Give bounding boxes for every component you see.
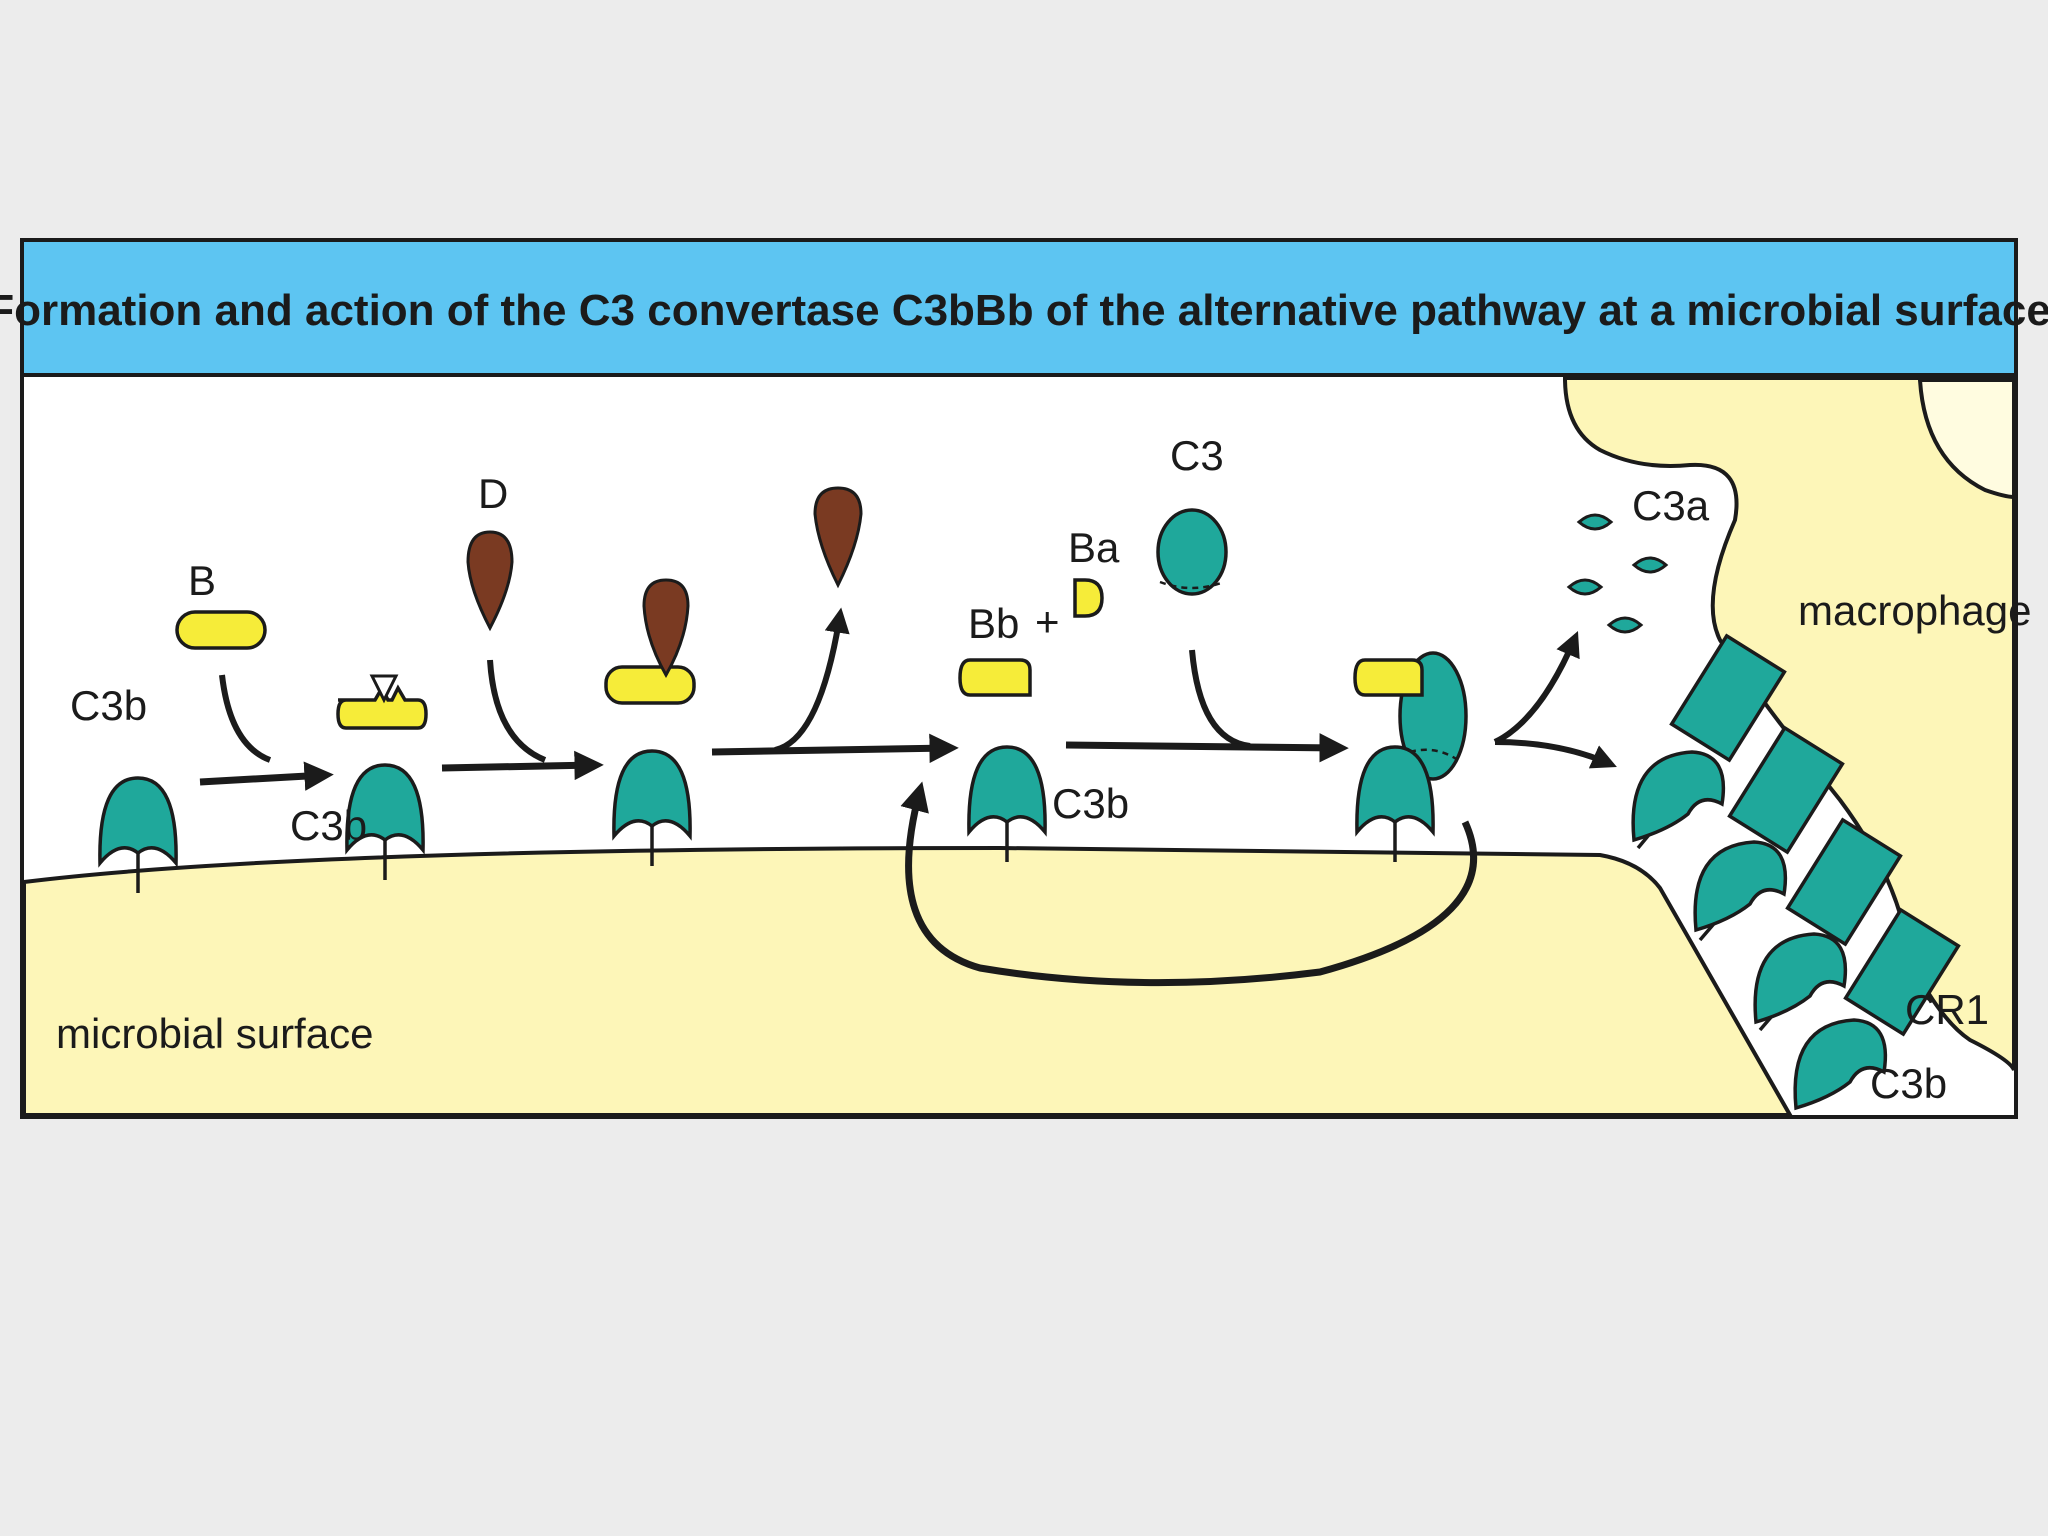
title-bar [22,240,2016,375]
label-plus: + [1035,598,1060,645]
arrow-step2 [441,750,604,781]
c3b-b-d-complex [604,578,696,868]
arrow-d-release [774,607,850,753]
macrophage-nucleus [1917,378,2016,500]
label-ba: Ba [1068,524,1120,571]
arrow-step3 [711,733,959,764]
c3bbb-convertase [958,658,1047,864]
label-b: B [188,557,216,604]
arrow-to-macrophage [1494,739,1617,769]
arrow-b-binding [219,674,272,763]
arrow-step1 [199,761,334,791]
diagram-panel: Formation and action of the C3 convertas… [0,238,2048,1119]
c3-molecule [1156,508,1228,596]
arrow-step4 [1065,733,1349,763]
label-c3: C3 [1170,432,1224,479]
label-c3b-step1: C3b [70,682,147,729]
label-bb: Bb [968,600,1019,647]
label-c3b-bound-b: C3b [290,802,367,849]
c3b-bound-to-cr1 [1631,750,1888,1110]
label-c3b-convertase: C3b [1052,780,1129,827]
amplification-loop-arrow [900,781,1478,987]
label-microbial-surface: microbial surface [56,1010,373,1057]
label-cr1: CR1 [1905,986,1989,1033]
factor-d-released [813,486,863,589]
label-c3b-receptor: C3b [1870,1060,1947,1107]
convertase-c3-complex [1353,651,1468,864]
label-c3a: C3a [1632,482,1710,529]
factor-ba [1073,578,1104,618]
diagram-title: Formation and action of the C3 convertas… [0,286,2048,335]
arrow-d-binding [487,659,547,763]
label-d: D [478,470,508,517]
cr1-receptors [1669,633,1961,1037]
microbial-surface-region [22,845,1794,1117]
factor-b [175,610,267,650]
c3b-bound-b [336,674,428,882]
factor-d [466,530,514,632]
label-macrophage: macrophage [1798,587,2031,634]
arrow-c3a-release [1493,631,1580,745]
